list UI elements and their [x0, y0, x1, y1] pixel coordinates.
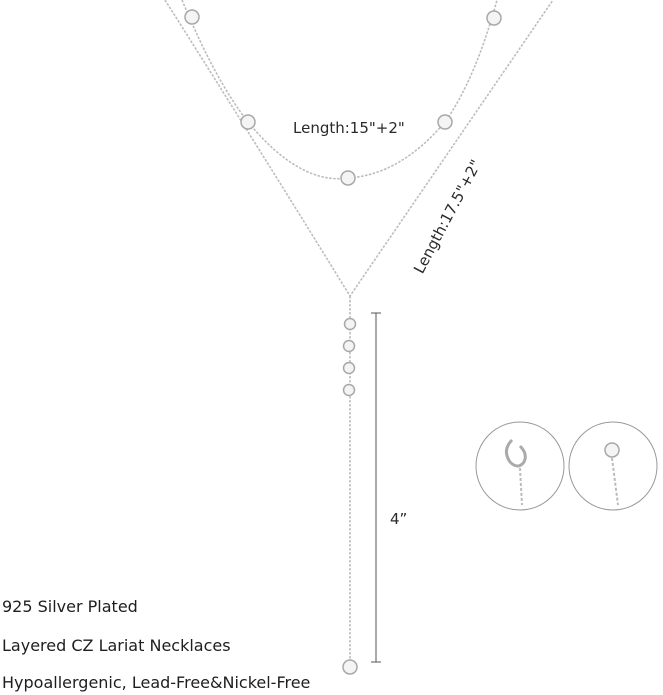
drop-dimension-bracket: [371, 312, 381, 663]
cz-stone: [604, 442, 620, 458]
feature-style: Layered CZ Lariat Necklaces: [2, 636, 231, 655]
short-chain: [181, 0, 498, 180]
cz-stone: [342, 361, 356, 375]
cz-stone: [342, 339, 356, 353]
feature-plating: 925 Silver Plated: [2, 597, 138, 616]
cz-stone: [342, 659, 358, 675]
cz-stone: [486, 10, 502, 26]
cz-stone: [184, 9, 200, 25]
extender-detail-circle: [568, 421, 658, 511]
cz-stones: [184, 9, 502, 675]
long-chain: [164, 0, 554, 298]
cz-stone: [340, 170, 356, 186]
drop-length-label: 4”: [390, 510, 408, 528]
short-chain-length-label: Length:15"+2": [293, 119, 405, 137]
cz-stone: [342, 383, 356, 397]
feature-hypoallergenic: Hypoallergenic, Lead-Free&Nickel-Free: [2, 673, 311, 692]
cz-stone: [343, 317, 357, 331]
lobster-clasp-icon: [505, 438, 527, 468]
clasp-detail-circle: [475, 421, 565, 511]
cz-stone: [437, 114, 453, 130]
cz-stone: [240, 114, 256, 130]
